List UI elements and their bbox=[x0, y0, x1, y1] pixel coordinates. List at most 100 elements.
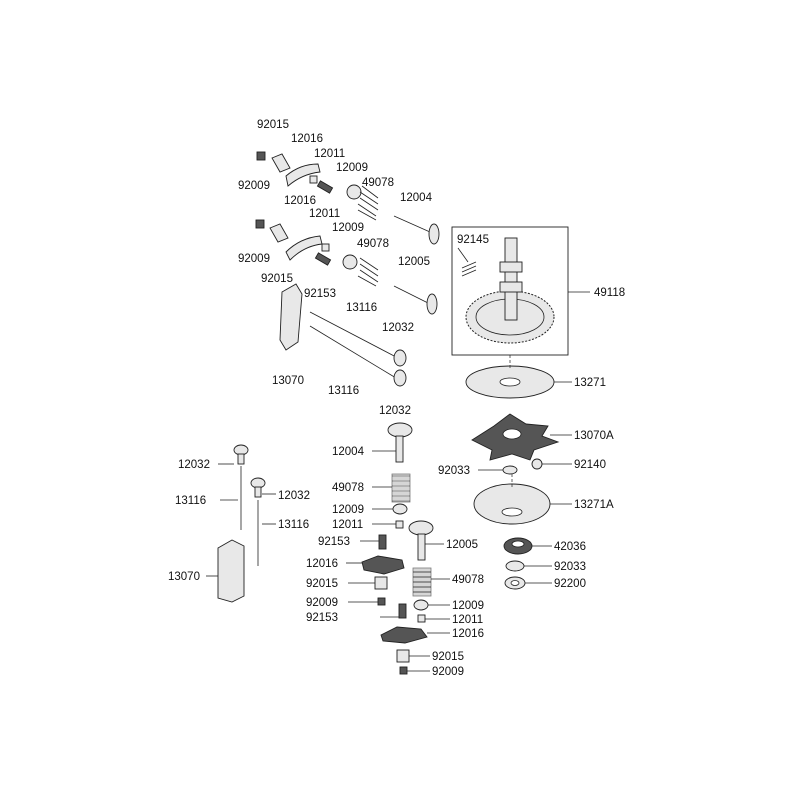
valve-12004-stem bbox=[395, 435, 404, 463]
tappet-12032-d bbox=[250, 477, 266, 489]
circlip-92033 bbox=[502, 465, 518, 475]
label-49078-c: 49078 bbox=[452, 574, 484, 586]
label-13070A: 13070A bbox=[574, 430, 614, 442]
label-92033-b: 92033 bbox=[554, 561, 586, 573]
nut-92009-b bbox=[377, 597, 386, 606]
label-49078-b-upper: 49078 bbox=[357, 238, 389, 250]
label-92009-a: 92009 bbox=[238, 180, 270, 192]
label-13271A: 13271A bbox=[574, 499, 614, 511]
cam-lobe-1 bbox=[499, 261, 523, 273]
tappet-12032-c-stem bbox=[237, 453, 245, 465]
guide-plate-13070-b bbox=[217, 539, 245, 603]
guide-plate-upper bbox=[279, 283, 303, 351]
pivot-92015-b bbox=[374, 576, 388, 590]
valve-stack-middle bbox=[346, 422, 413, 606]
label-12032-c: 12032 bbox=[178, 459, 210, 471]
label-49078-a: 49078 bbox=[362, 177, 394, 189]
valve-cap-part bbox=[309, 175, 318, 184]
label-12016-c: 12016 bbox=[452, 628, 484, 640]
retainer-12009-b bbox=[392, 503, 408, 515]
valve-stack-right bbox=[380, 520, 450, 675]
valve-spring-part bbox=[357, 185, 379, 221]
label-12009-c: 12009 bbox=[452, 600, 484, 612]
label-13116-b: 13116 bbox=[328, 385, 359, 397]
label-12032-b: 12032 bbox=[379, 405, 411, 417]
nut-92009-c bbox=[399, 666, 408, 675]
label-13116-c: 13116 bbox=[175, 495, 206, 507]
label-13070-a: 13070 bbox=[272, 375, 304, 387]
valve-spring-part-2 bbox=[357, 257, 379, 287]
label-12009-a: 12009 bbox=[336, 162, 368, 174]
stud-92153-c bbox=[398, 603, 407, 619]
cap-12011-c bbox=[417, 614, 426, 623]
valve-12005-head bbox=[408, 520, 434, 536]
push-rod-upper-1 bbox=[309, 311, 399, 359]
label-49118: 49118 bbox=[594, 287, 625, 299]
rocker-assembly-lower bbox=[255, 219, 438, 315]
label-12004-b: 12004 bbox=[332, 446, 365, 458]
retainer-part-2 bbox=[342, 254, 358, 270]
retainer-12009-c bbox=[413, 599, 429, 611]
camshaft-shaft bbox=[504, 237, 518, 321]
label-13070-b: 13070 bbox=[168, 571, 200, 583]
label-12016-b-upper: 12016 bbox=[284, 195, 316, 207]
label-92140: 92140 bbox=[574, 459, 606, 471]
valve-head-part-2 bbox=[426, 293, 438, 315]
label-13116-d: 13116 bbox=[278, 519, 309, 531]
label-92033-a: 92033 bbox=[438, 465, 470, 477]
label-12005-b: 12005 bbox=[446, 539, 478, 551]
valve-12005-stem bbox=[417, 533, 426, 561]
valve-stem-part bbox=[393, 215, 431, 233]
label-12009-b: 12009 bbox=[332, 504, 364, 516]
label-92015-a: 92015 bbox=[257, 119, 289, 131]
tappet-12032-c bbox=[233, 444, 249, 456]
tappet-12032-d-stem bbox=[254, 486, 262, 498]
tappet-upper-1 bbox=[393, 349, 407, 367]
cap-12011-b bbox=[395, 520, 404, 529]
label-49078-b: 49078 bbox=[332, 482, 364, 494]
ball-92140 bbox=[531, 458, 543, 470]
label-92015-c: 92015 bbox=[432, 651, 464, 663]
label-12016-b: 12016 bbox=[306, 558, 338, 570]
camshaft-gear bbox=[461, 237, 555, 344]
label-12011-b-upper: 12011 bbox=[309, 208, 340, 220]
label-12016-a: 12016 bbox=[291, 133, 323, 145]
label-92153-b: 92153 bbox=[318, 536, 350, 548]
label-12011-a: 12011 bbox=[314, 148, 345, 160]
label-92015-b: 92015 bbox=[306, 578, 338, 590]
label-12032-d: 12032 bbox=[278, 490, 310, 502]
valve-cap-part-2 bbox=[321, 243, 330, 252]
label-92153-c: 92153 bbox=[306, 612, 338, 624]
label-92009-c: 92009 bbox=[432, 666, 464, 678]
circlip-92033-b bbox=[505, 560, 525, 572]
label-92009-b: 92009 bbox=[306, 597, 338, 609]
label-92145: 92145 bbox=[457, 234, 489, 246]
label-13116-a: 13116 bbox=[346, 302, 377, 314]
label-12009-b-upper: 12009 bbox=[332, 222, 364, 234]
label-12011-c: 12011 bbox=[452, 614, 483, 626]
cup-13271A bbox=[473, 483, 551, 525]
adjuster-nut-part bbox=[256, 151, 266, 161]
label-13271: 13271 bbox=[574, 377, 606, 389]
label-12004-a: 12004 bbox=[400, 192, 433, 204]
label-12005-a: 12005 bbox=[398, 256, 430, 268]
valve-stem-part-2 bbox=[393, 285, 431, 305]
stud-92153-b bbox=[378, 534, 387, 550]
valve-12004-head bbox=[387, 422, 413, 438]
cam-lobe-2 bbox=[499, 281, 523, 293]
label-92153-a: 92153 bbox=[304, 288, 336, 300]
tappet-upper-2 bbox=[393, 369, 407, 387]
label-92015-b-upper: 92015 bbox=[261, 273, 293, 285]
rocker-stud-part-2 bbox=[314, 252, 332, 266]
spring-pin-part bbox=[461, 261, 477, 277]
rocker-12016-c bbox=[380, 626, 428, 644]
rocker-stud-part bbox=[316, 180, 334, 194]
retainer-part bbox=[346, 184, 362, 200]
label-92009-b-upper: 92009 bbox=[238, 253, 270, 265]
rocker-assembly-upper bbox=[256, 151, 440, 245]
rocker-arm-part bbox=[285, 163, 321, 187]
push-rod-upper-2 bbox=[309, 325, 397, 379]
rocker-12016-b bbox=[361, 555, 405, 575]
label-92200: 92200 bbox=[554, 578, 586, 590]
